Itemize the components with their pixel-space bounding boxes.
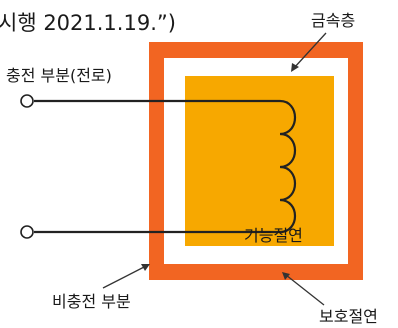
functional-insulation-label: 기능절연 bbox=[244, 226, 303, 245]
metal-layer-arrowhead bbox=[291, 63, 299, 72]
coil bbox=[279, 99, 296, 234]
protective-insulation-arrowhead bbox=[282, 272, 290, 280]
non-charged-leader bbox=[102, 265, 147, 289]
bottom-terminal bbox=[20, 225, 34, 239]
protective-insulation-leader bbox=[285, 274, 325, 306]
charged-part-label: 충전 부분(전로) bbox=[6, 66, 112, 85]
protective-insulation-label: 보호절연 bbox=[319, 307, 378, 326]
top-terminal bbox=[20, 94, 34, 108]
header-text: 시행 2021.1.19.”) bbox=[0, 11, 176, 35]
non-charged-part-label: 비충전 부분 bbox=[52, 292, 131, 311]
non-charged-arrowhead bbox=[141, 264, 150, 271]
metal-layer-leader bbox=[293, 32, 327, 69]
inner-insulation-block bbox=[185, 76, 334, 246]
metal-layer-label: 금속층 bbox=[311, 11, 355, 30]
